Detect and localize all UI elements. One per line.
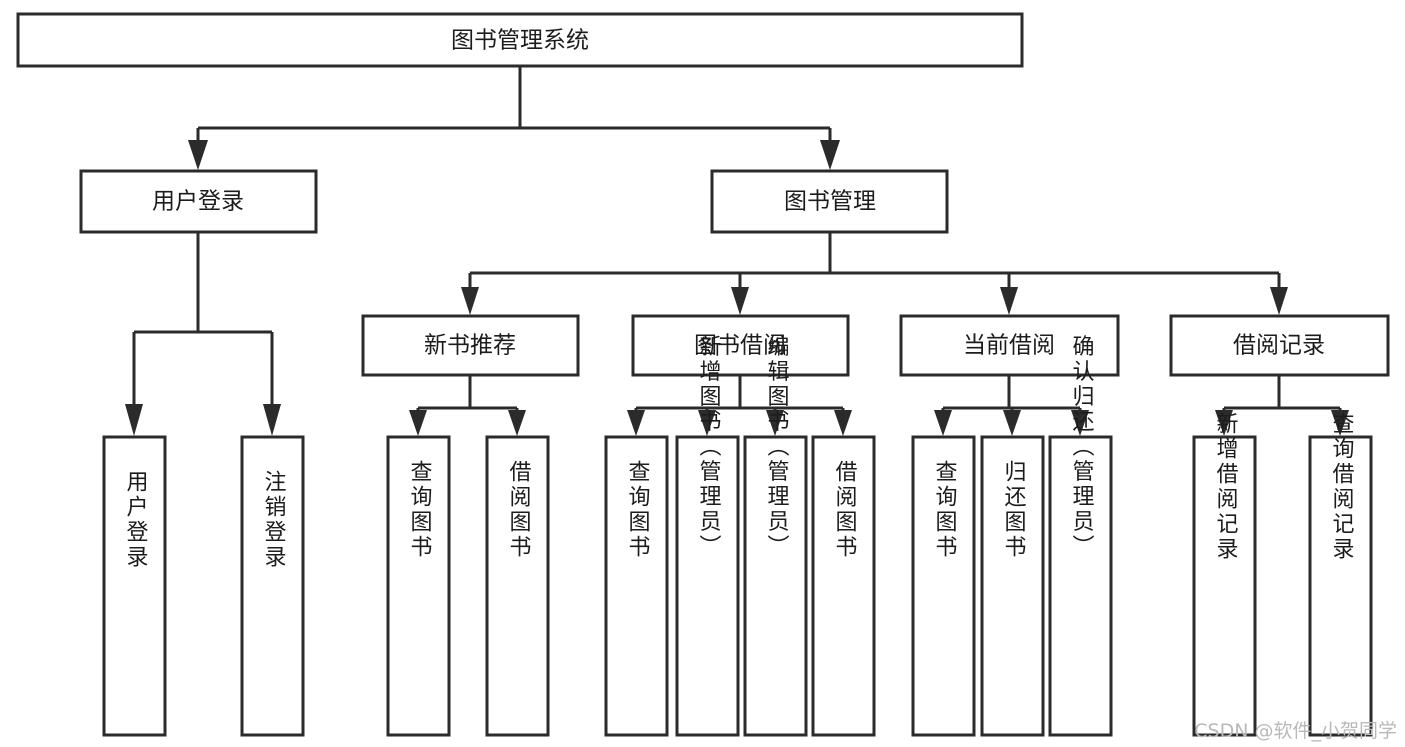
node-root-label: 图书管理系统 [451,28,589,54]
node-current-borrow-box[interactable] [899,314,1120,377]
arrow-to-current-borrow [1000,287,1018,315]
arrow-to-leaf-query-book-rec [409,410,427,436]
node-leaf-user-login-label: 用户登录 [123,470,149,570]
arrow-to-leaf-query-book-bor [627,410,645,436]
node-leaf-query-record-label: 查询借阅记录 [1329,412,1355,562]
node-borrow-record-box[interactable] [1169,314,1390,377]
node-leaf-query-book-rec-box[interactable] [386,435,451,737]
arrow-to-user-login [188,140,208,170]
arrow-to-book-manage [820,140,840,170]
node-user-login-label: 用户登录 [152,189,244,215]
node-leaf-return-book[interactable]: 归还图书 [980,435,1045,737]
node-borrow-record[interactable]: 借阅记录 [1169,314,1390,377]
arrow-to-leaf-edit-book [766,410,784,436]
arrow-to-leaf-add-record [1215,410,1233,436]
node-leaf-borrow-book-bor-box[interactable] [811,435,876,737]
arrow-to-borrow-record [1270,287,1288,315]
node-leaf-query-book-rec-label: 查询图书 [407,460,433,560]
node-leaf-add-record-box[interactable] [1192,435,1257,737]
node-leaf-return-book-label: 归还图书 [1001,460,1027,560]
node-user-login[interactable]: 用户登录 [79,169,318,234]
node-leaf-confirm-return-box[interactable] [1048,435,1113,737]
node-borrow-record-label: 借阅记录 [1233,333,1325,359]
node-leaf-query-book-bor-box[interactable] [604,435,669,737]
node-leaf-confirm-return[interactable]: 确认归还（管理员） [1048,335,1113,737]
node-book-manage-box[interactable] [710,169,949,234]
arrow-to-leaf-confirm-return [1071,410,1089,436]
node-leaf-query-book-cur-box[interactable] [911,435,976,737]
arrow-to-leaf-query-record [1331,410,1349,436]
node-leaf-query-book-bor[interactable]: 查询图书 [604,435,669,737]
node-leaf-user-logout-label: 注销登录 [261,470,287,570]
node-leaf-return-book-box[interactable] [980,435,1045,737]
node-leaf-query-book-bor-label: 查询图书 [625,460,651,560]
node-leaf-confirm-return-label: 确认归还（管理员） [1069,335,1095,560]
node-root-box[interactable] [16,12,1024,68]
node-book-manage[interactable]: 图书管理 [710,169,949,234]
node-leaf-borrow-book-bor-label: 借阅图书 [832,460,858,560]
arrow-to-leaf-user-logout [263,404,281,436]
arrow-to-leaf-borrow-book-rec [508,410,526,436]
node-root[interactable]: 图书管理系统 [16,12,1024,68]
node-current-borrow[interactable]: 当前借阅 [899,314,1120,377]
arrow-to-new-book-rec [461,287,479,315]
node-leaf-query-book-cur[interactable]: 查询图书 [911,435,976,737]
node-leaf-edit-book-box[interactable] [743,435,808,737]
node-user-login-box[interactable] [79,169,318,234]
node-leaf-query-book-cur-label: 查询图书 [932,460,958,560]
node-leaf-edit-book-label: 编辑图书（管理员） [764,335,790,560]
arrow-to-book-borrow [731,287,749,315]
node-leaf-borrow-book-rec-label: 借阅图书 [506,460,532,560]
node-leaf-add-record[interactable]: 新增借阅记录 [1192,412,1257,737]
node-leaf-borrow-book-rec[interactable]: 借阅图书 [485,435,550,737]
arrow-to-leaf-query-book-cur [934,410,952,436]
node-leaf-add-book[interactable]: 新增图书（管理员） [675,335,740,737]
node-leaf-query-record[interactable]: 查询借阅记录 [1308,412,1373,737]
node-book-borrow-label: 图书借阅 [694,333,786,359]
node-leaf-user-logout[interactable]: 注销登录 [240,435,305,737]
node-leaf-add-book-label: 新增图书（管理员） [696,335,722,560]
node-book-borrow[interactable]: 图书借阅 [631,314,850,377]
node-leaf-borrow-book-bor[interactable]: 借阅图书 [811,435,876,737]
node-current-borrow-label: 当前借阅 [963,333,1055,359]
node-new-book-rec-label: 新书推荐 [424,333,516,359]
node-new-book-rec-box[interactable] [361,314,580,377]
arrow-to-leaf-return-book [1003,410,1021,436]
edges-layer [125,66,1349,436]
node-leaf-user-logout-box[interactable] [240,435,305,737]
node-new-book-rec[interactable]: 新书推荐 [361,314,580,377]
node-leaf-query-book-rec[interactable]: 查询图书 [386,435,451,737]
node-book-borrow-box[interactable] [631,314,850,377]
node-leaf-user-login-box[interactable] [102,435,167,737]
node-leaf-query-record-box[interactable] [1308,435,1373,737]
node-book-manage-label: 图书管理 [784,189,876,215]
arrow-to-leaf-user-login [125,404,143,436]
node-leaf-edit-book[interactable]: 编辑图书（管理员） [743,335,808,737]
arrow-to-leaf-borrow-book-bor [834,410,852,436]
arrow-to-leaf-add-book [698,410,716,436]
node-leaf-user-login[interactable]: 用户登录 [102,435,167,737]
node-leaf-add-book-box[interactable] [675,435,740,737]
node-leaf-add-record-label: 新增借阅记录 [1213,412,1239,562]
node-leaf-borrow-book-rec-box[interactable] [485,435,550,737]
